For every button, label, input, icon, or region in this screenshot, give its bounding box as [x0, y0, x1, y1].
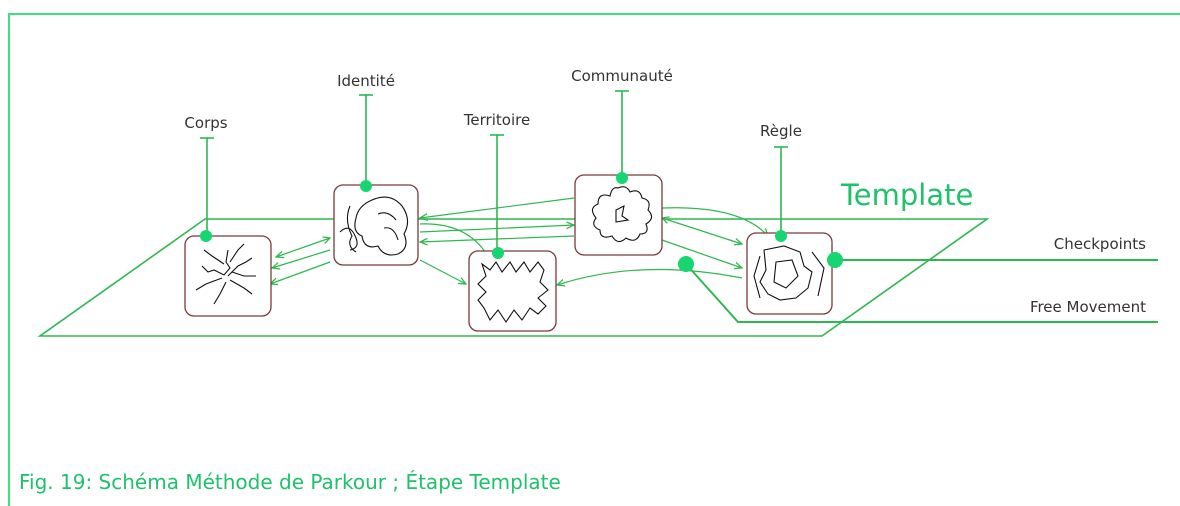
label-regle: Règle [760, 122, 802, 140]
frame-left-border [8, 13, 10, 506]
label-territoire: Territoire [463, 111, 530, 129]
node-regle [746, 232, 833, 315]
label-corps: Corps [184, 114, 227, 132]
node-territoire [468, 250, 557, 332]
identite-sketch-icon [339, 196, 409, 256]
frame-top-border [8, 13, 1180, 15]
template-title: Template [840, 178, 973, 212]
free-movement-line [685, 263, 1158, 323]
node-corps [184, 235, 272, 317]
corps-sketch-icon [195, 243, 256, 305]
label-identite: Identité [337, 72, 395, 90]
label-checkpoints: Checkpoints [1054, 235, 1146, 253]
relation-arrows [270, 197, 768, 285]
connection-dots [200, 172, 843, 272]
territoire-sketch-icon [477, 261, 549, 323]
label-stems [200, 90, 788, 252]
node-identite [333, 184, 419, 266]
communaute-sketch-icon [591, 186, 653, 243]
figure-caption: Fig. 19: Schéma Méthode de Parkour ; Éta… [19, 470, 561, 494]
regle-sketch-icon [753, 245, 825, 301]
label-free-movement: Free Movement [1030, 298, 1146, 316]
node-communaute [574, 174, 663, 256]
label-communaute: Communauté [571, 67, 673, 85]
